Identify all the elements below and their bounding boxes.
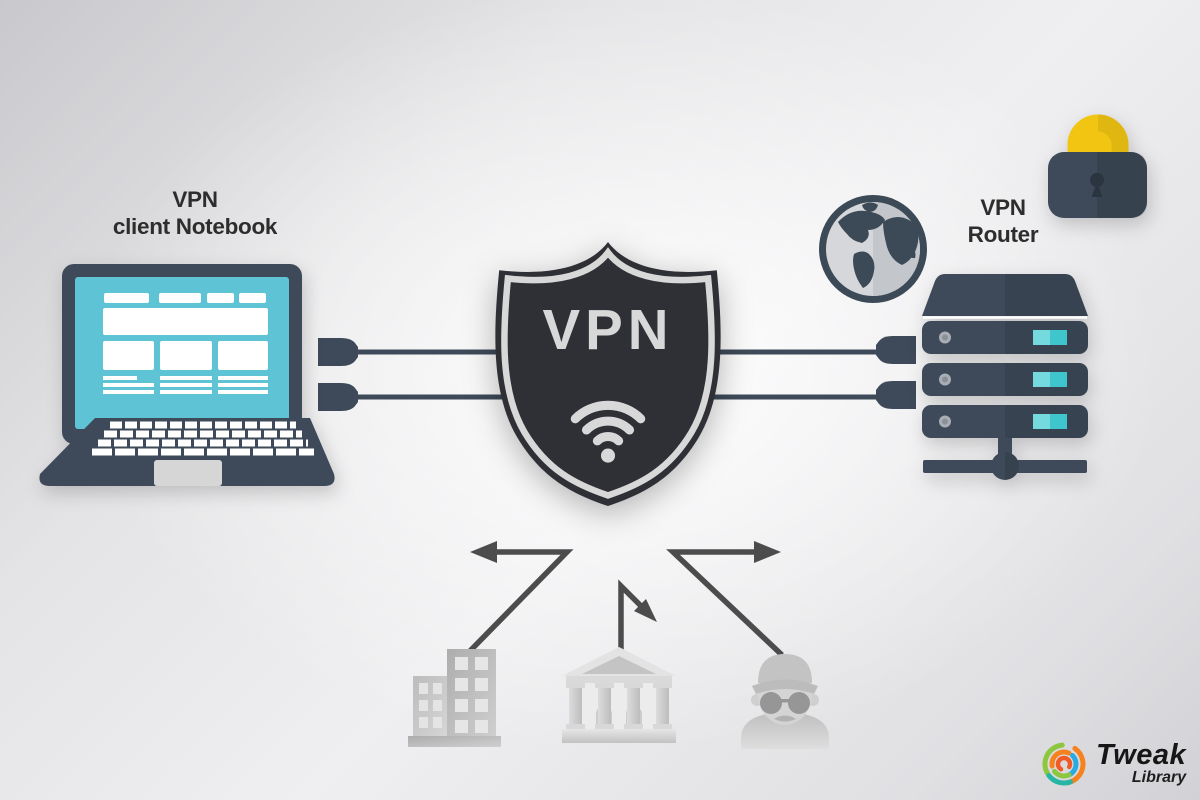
arrow-middle (618, 579, 657, 651)
plug-icon (876, 336, 916, 409)
bank-icon (562, 647, 676, 743)
globe-continents (838, 202, 919, 288)
arrow-left (466, 541, 574, 655)
vpn-shield-icon: VPN (495, 242, 721, 506)
laptop-touchpad (154, 460, 222, 486)
spy-cap (758, 654, 812, 683)
router-lid (922, 274, 1088, 316)
client-label-line1: VPN (172, 187, 218, 212)
spy-mustache (774, 715, 796, 722)
wifi-icon (570, 400, 646, 463)
tweak-library-logo: Tweak Library (1040, 737, 1186, 791)
bank-columns (566, 683, 672, 729)
tweak-library-logo-icon (1042, 742, 1086, 786)
router-stand (923, 438, 1087, 480)
shield-inner-outline (501, 247, 715, 499)
padlock-icon (1048, 114, 1147, 218)
router-label: VPN Router (918, 194, 1088, 248)
plug-icon (318, 338, 358, 411)
spy-shoulders (741, 714, 829, 749)
laptop-icon (39, 264, 335, 486)
shield-body (495, 242, 721, 506)
spy-cap-brim (752, 679, 818, 694)
client-label-line2: client Notebook (112, 214, 278, 239)
router-units (922, 321, 1088, 438)
client-label: VPN client Notebook (80, 186, 310, 240)
shield-title: VPN (542, 298, 673, 361)
router-icon (922, 274, 1088, 480)
padlock-keyhole (1090, 173, 1104, 197)
building-icon (408, 649, 501, 747)
logo-brand-text: Tweak (1096, 739, 1187, 771)
spy-icon (741, 654, 829, 749)
redirect-arrow-icon (466, 541, 784, 657)
router-led-indicators (1033, 330, 1067, 429)
padlock-shackle (1067, 114, 1129, 156)
globe-icon (819, 195, 927, 303)
router-power-dots (939, 331, 951, 428)
laptop-screen-content (103, 293, 268, 394)
router-label-line1: VPN (980, 195, 1026, 220)
laptop-keyboard (92, 421, 314, 456)
router-label-line2: Router (967, 222, 1039, 247)
spy-sunglasses (760, 692, 810, 714)
logo-sub-text: Library (1131, 769, 1187, 786)
arrow-right (666, 541, 784, 657)
